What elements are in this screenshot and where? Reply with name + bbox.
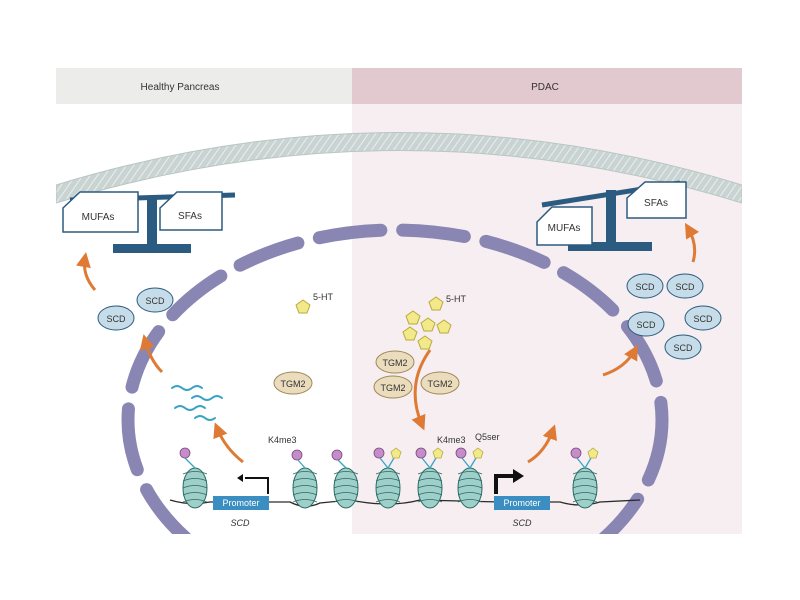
serotonylation-mark [587, 447, 599, 459]
left-sfas-label: SFAs [178, 211, 202, 222]
arrow-scd-to-balance-left [76, 252, 97, 291]
scd-protein: SCD [627, 311, 665, 337]
left-header [56, 68, 352, 104]
nucleosome [182, 467, 208, 509]
serotonin-molecule [436, 319, 452, 334]
tss-arrow-large [494, 474, 514, 494]
k4me3-mark [415, 447, 427, 459]
tgm2-protein: TGM2 [420, 371, 460, 395]
nucleosome [417, 467, 443, 509]
scd-mrna [171, 385, 223, 421]
serotonylation-mark [390, 447, 402, 459]
k4me3-mark [373, 447, 385, 459]
nucleosome [333, 467, 359, 509]
svg-text:SCD: SCD [673, 343, 693, 353]
left-balance-scale: MUFAs SFAs [62, 191, 236, 253]
nucleosome [572, 467, 598, 509]
serotonylation-mark [432, 447, 444, 459]
right-balance-scale: MUFAs SFAs [536, 180, 687, 251]
k4me3-label-left: K4me3 [268, 435, 297, 445]
svg-text:TGM2: TGM2 [382, 358, 407, 368]
left-mufas-label: MUFAs [82, 212, 115, 223]
left-panel-title: Healthy Pancreas [141, 82, 220, 93]
cell-membrane [56, 132, 742, 204]
svg-text:SCD: SCD [693, 314, 713, 324]
pathway-arrows [76, 222, 700, 464]
arrow-promoter-to-mrna-left [213, 422, 244, 464]
right-mufas-label: MUFAs [548, 223, 581, 234]
right-header [352, 68, 742, 104]
k4me3-mark [570, 447, 582, 459]
nucleosome [375, 467, 401, 509]
svg-text:SCD: SCD [145, 296, 165, 306]
histone-marks [179, 447, 599, 469]
svg-text:TGM2: TGM2 [427, 379, 452, 389]
svg-text:Promoter: Promoter [503, 498, 540, 508]
svg-text:Promoter: Promoter [222, 498, 259, 508]
scd-protein: SCD [684, 305, 722, 331]
serotonylation-mark [472, 447, 484, 459]
svg-text:SCD: SCD [106, 314, 126, 324]
serotonin-left: 5-HT [295, 292, 334, 314]
arrow-promoter-to-nucleus-right [527, 424, 557, 464]
scd-protein: SCD [97, 305, 135, 331]
q5ser-label: Q5ser [475, 432, 500, 442]
arrow-nucleus-to-scd-right [602, 344, 638, 377]
k4me3-mark [179, 447, 191, 459]
serotonin-molecule [420, 317, 436, 332]
right-panel-title: PDAC [531, 82, 559, 93]
svg-text:SCD: SCD [635, 282, 655, 292]
serotonin-molecule [402, 326, 418, 341]
arrow-mrna-to-scd-left [139, 334, 164, 374]
nucleosome [292, 467, 318, 509]
serotonin-label-right: 5-HT [446, 294, 467, 304]
gene-label-right: SCD [512, 518, 532, 528]
tgm2-protein: TGM2 [375, 350, 415, 374]
svg-text:SCD: SCD [675, 282, 695, 292]
serotonin-right [402, 296, 452, 350]
nuclear-envelope [121, 223, 669, 534]
arrow-5ht-to-nucleosome [411, 349, 432, 431]
k4me3-mark [331, 449, 343, 461]
gene-label-left: SCD [230, 518, 250, 528]
nucleosome [457, 467, 483, 509]
right-promoter: Promoter [494, 469, 550, 510]
arrow-scd-to-balance-right [684, 222, 700, 263]
serotonin-label-left: 5-HT [313, 292, 334, 302]
serotonin-molecule [428, 296, 444, 311]
tss-arrow-small [245, 477, 269, 494]
serotonin-molecule [417, 335, 433, 350]
tgm2-right-group: TGM2 TGM2 TGM2 [373, 350, 460, 399]
right-scd-proteins: SCD SCD SCD SCD SCD [626, 273, 722, 360]
right-sfas-label: SFAs [644, 198, 668, 209]
tgm2-left: TGM2 [273, 371, 313, 395]
k4me3-label-right: K4me3 [437, 435, 466, 445]
svg-text:TGM2: TGM2 [280, 379, 305, 389]
scd-protein: SCD [626, 273, 664, 299]
serotonin-molecule [405, 310, 421, 325]
left-promoter: Promoter [213, 474, 269, 510]
tgm2-protein: TGM2 [373, 375, 413, 399]
serotonin-molecule [295, 299, 311, 314]
svg-text:TGM2: TGM2 [380, 383, 405, 393]
k4me3-mark [455, 447, 467, 459]
k4me3-mark [291, 449, 303, 461]
scd-protein: SCD [666, 273, 704, 299]
scd-protein: SCD [136, 287, 174, 313]
left-scd-proteins: SCD SCD [97, 287, 174, 331]
svg-text:SCD: SCD [636, 320, 656, 330]
scd-protein: SCD [664, 334, 702, 360]
